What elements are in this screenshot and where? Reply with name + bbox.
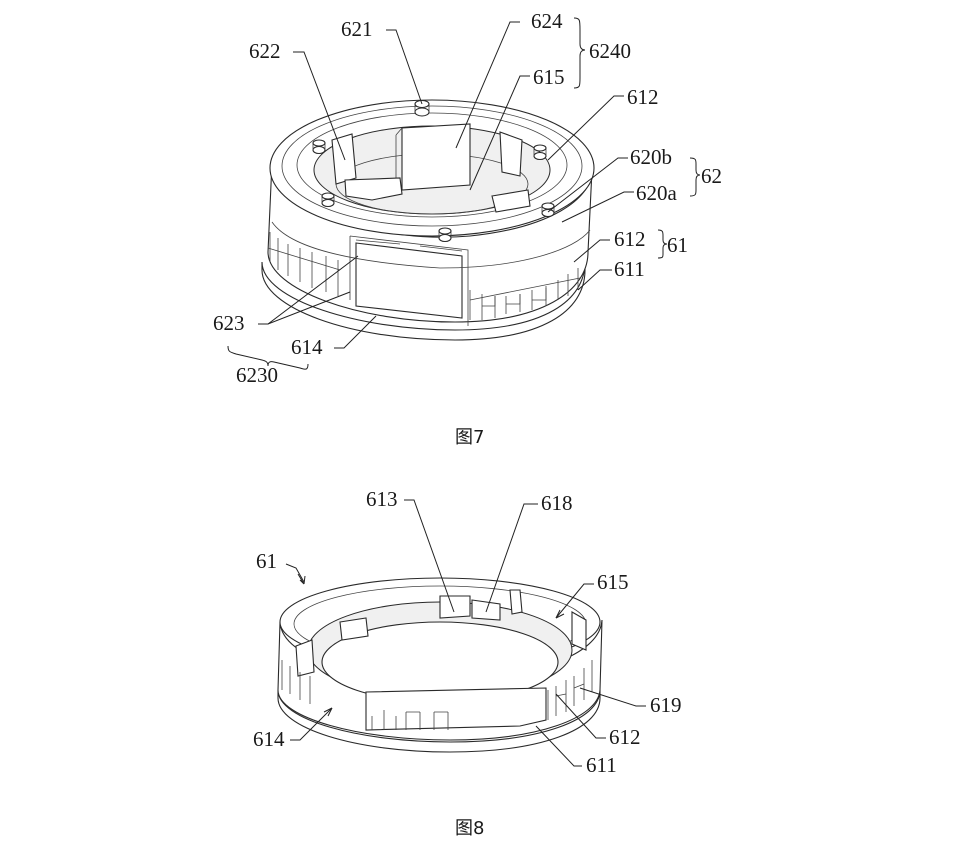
label-6240: 6240 <box>589 39 631 63</box>
label-614-fig7: 614 <box>291 335 323 359</box>
figure-7-caption: 图7 <box>455 427 484 448</box>
lower-slots-right <box>469 268 581 320</box>
label-62: 62 <box>701 164 722 188</box>
label-61-fig7: 61 <box>667 233 688 257</box>
label-620a: 620a <box>636 181 678 205</box>
inner-block-bottom-right <box>491 189 531 213</box>
label-619: 619 <box>650 693 682 717</box>
inner-block-far-left <box>295 639 315 677</box>
figure-8: 613 618 61 615 619 614 612 611 图8 <box>253 487 682 839</box>
label-623: 623 <box>213 311 245 335</box>
inner-front-panel <box>365 687 547 731</box>
inner-block-left <box>339 617 369 641</box>
figure-8-caption: 图8 <box>455 818 484 839</box>
label-612-side: 612 <box>614 227 646 251</box>
label-620b: 620b <box>630 145 672 169</box>
label-611-fig8: 611 <box>586 753 617 777</box>
inner-block-left <box>331 133 357 185</box>
right-side-slots-619 <box>547 660 593 720</box>
label-612-fig8: 612 <box>609 725 641 749</box>
figure-7-leaders <box>227 17 701 370</box>
label-615-fig8: 615 <box>597 570 629 594</box>
inner-block-right <box>499 131 523 177</box>
top-rim-inner-line <box>281 105 583 227</box>
front-panel-slots <box>371 710 449 730</box>
inner-block-613 <box>439 595 471 619</box>
top-rim-step <box>296 112 568 218</box>
inner-block-bottom-left <box>344 177 403 201</box>
left-side-slots <box>281 660 311 704</box>
label-622: 622 <box>249 39 281 63</box>
figure-8-leaders <box>285 499 646 767</box>
base-flat-ring <box>277 689 601 753</box>
label-61-fig8: 61 <box>256 549 277 573</box>
lower-slots-left <box>267 232 341 296</box>
label-613: 613 <box>366 487 398 511</box>
inner-block-618 <box>471 599 501 621</box>
figure-7: 621 622 624 615 6240 612 620b 620a 62 61… <box>213 9 722 448</box>
label-621: 621 <box>341 17 373 41</box>
inner-panel-624 <box>401 123 471 191</box>
label-612-top: 612 <box>627 85 659 109</box>
label-618: 618 <box>541 491 573 515</box>
label-611-fig7: 611 <box>614 257 645 281</box>
front-window-623 <box>355 242 463 319</box>
label-624: 624 <box>531 9 563 33</box>
label-614-fig8: 614 <box>253 727 285 751</box>
rim-posts <box>312 99 555 243</box>
label-6230: 6230 <box>236 363 278 387</box>
rim-gap-615 <box>509 589 523 615</box>
label-615-fig7: 615 <box>533 65 565 89</box>
